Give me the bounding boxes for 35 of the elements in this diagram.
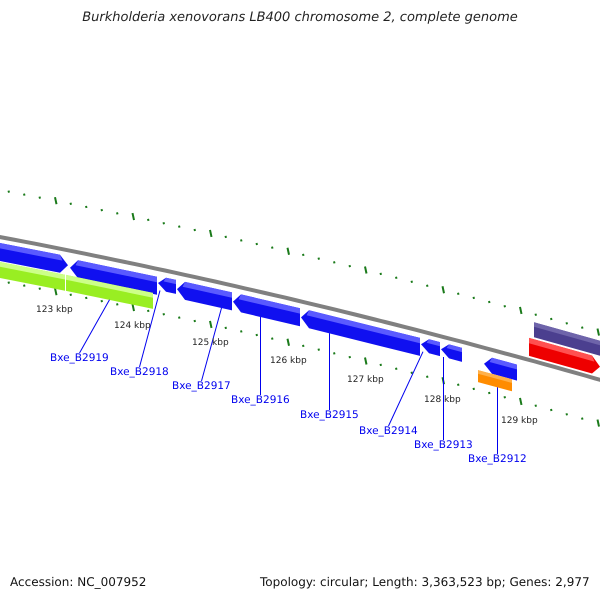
gene-label: Bxe_B2913 (414, 439, 473, 451)
footer-text: Accession: NC_007952 (10, 575, 146, 589)
gene-feature (301, 310, 420, 356)
leader-line (260, 316, 261, 396)
gene-label: Bxe_B2916 (231, 394, 290, 406)
leader-line (443, 356, 444, 440)
leader-line (139, 290, 160, 368)
gene-bar (0, 261, 65, 291)
scale-label: 127 kbp (347, 375, 384, 385)
gene-feature (177, 282, 232, 310)
gene-feature (529, 338, 600, 374)
footer-text: Topology: circular; Length: 3,363,523 bp; Genes: 2,977 (260, 575, 590, 589)
gene-feature (421, 339, 440, 356)
gene-feature (233, 294, 300, 326)
leader-line (79, 299, 110, 354)
gene-label: Bxe_B2918 (110, 366, 169, 378)
gene-label: Bxe_B2915 (300, 409, 359, 421)
leader-line (388, 351, 424, 426)
gene-label: Bxe_B2919 (50, 352, 109, 364)
scale-label: 129 kbp (501, 416, 538, 426)
gene-label: Bxe_B2914 (359, 425, 418, 437)
gene-bar (478, 370, 512, 392)
leader-line (497, 386, 498, 454)
scale-label: 126 kbp (270, 356, 307, 366)
scale-label: 128 kbp (424, 395, 461, 405)
leader-line (201, 308, 222, 382)
title: Burkholderia xenovorans LB400 chromosome 2, complete genome (81, 10, 519, 25)
scale-label: 125 kbp (192, 338, 229, 348)
gene-feature (158, 278, 176, 294)
gene-feature (441, 344, 462, 362)
leader-line (329, 332, 330, 410)
scale-label: 124 kbp (114, 321, 151, 331)
scale-label: 123 kbp (36, 305, 73, 315)
gene-label: Bxe_B2917 (172, 380, 231, 392)
gene-label: Bxe_B2912 (468, 453, 527, 465)
